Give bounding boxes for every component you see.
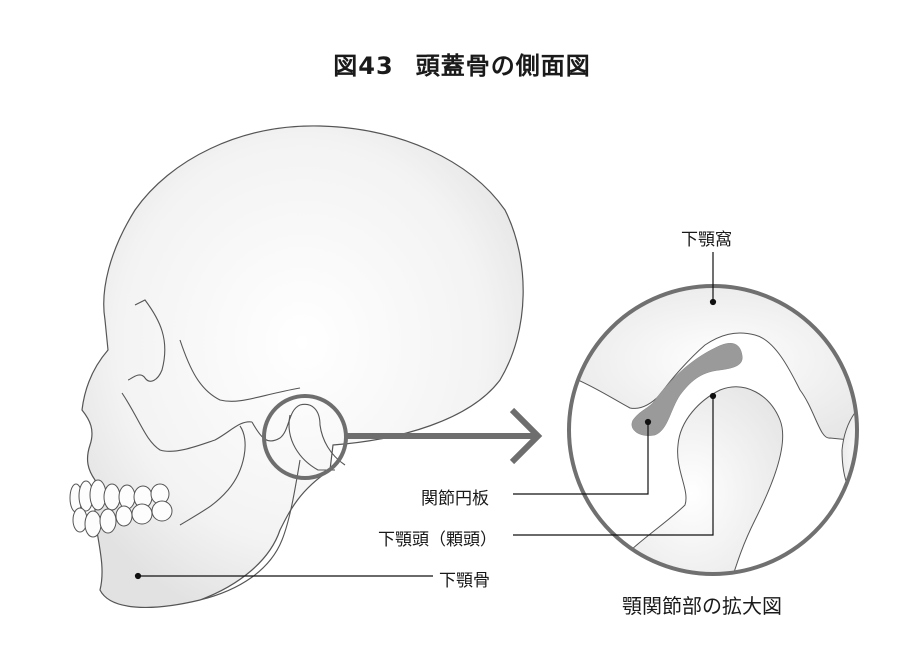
leader-lines [134, 252, 717, 580]
inset-caption: 顎関節部の拡大図 [622, 594, 782, 618]
label-articular-disc: 関節円板 [421, 489, 489, 509]
tmj-inset [567, 284, 859, 576]
figure-title: 図43 頭蓋骨の側面図 [0, 46, 924, 81]
label-mandible: 下顎骨 [439, 571, 490, 591]
label-mandibular-fossa: 下顎窩 [681, 230, 732, 250]
teeth [69, 479, 173, 538]
articular-disc-shape [631, 343, 743, 436]
arrow-icon [346, 407, 543, 465]
figure-title-text: 頭蓋骨の側面図 [415, 52, 591, 80]
label-mandibular-head: 下顎頭（顆頭） [378, 530, 497, 550]
cranium [81, 125, 524, 608]
figure-number: 図43 [333, 52, 394, 80]
